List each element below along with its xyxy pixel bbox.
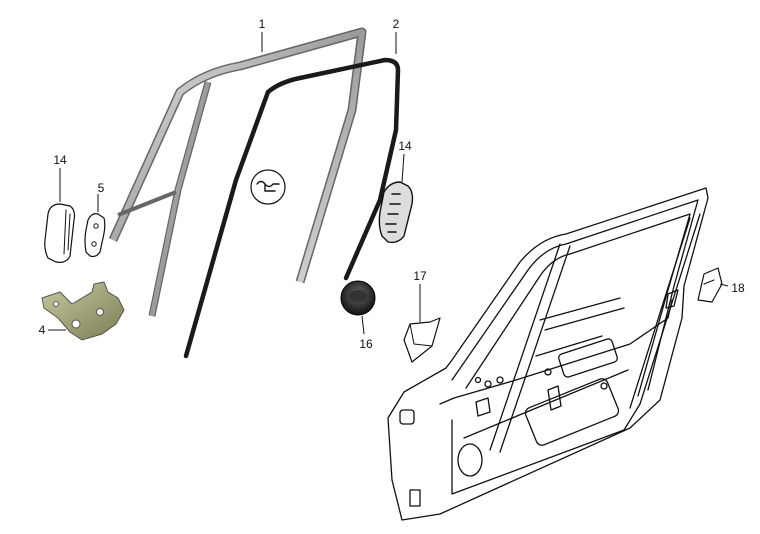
chrome-window-frame (108, 27, 367, 317)
leader-lines (48, 32, 729, 335)
callout-16: 16 (359, 337, 373, 351)
callout-2: 2 (393, 17, 400, 31)
regulator-pad-right (378, 181, 414, 244)
rubber-glass-channel (183, 57, 401, 359)
callout-14-right: 14 (398, 139, 412, 153)
callout-4: 4 (39, 323, 46, 337)
glass-clip (84, 213, 106, 258)
callout-18: 18 (731, 281, 745, 295)
metal-bracket (41, 281, 125, 341)
callout-1: 1 (259, 17, 266, 31)
trim-insert-18 (697, 267, 723, 303)
callout-5: 5 (98, 181, 105, 195)
callout-17: 17 (413, 269, 427, 283)
regulator-pad-left (44, 203, 76, 263)
seal-profile-icon (250, 169, 286, 205)
door-shell (387, 187, 709, 521)
callout-14-left: 14 (53, 153, 67, 167)
trim-clip-17 (403, 317, 441, 363)
rubber-plug (340, 280, 376, 316)
callout-labels: 1 2 14 5 14 4 17 16 18 (39, 17, 745, 351)
